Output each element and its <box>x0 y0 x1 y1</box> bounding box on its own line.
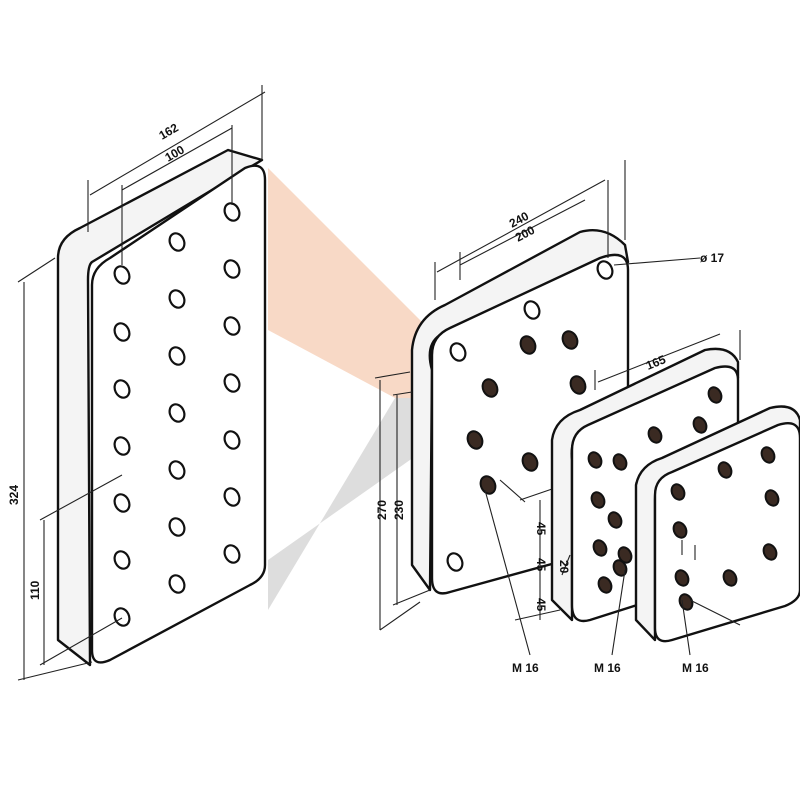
hole-icon <box>446 552 464 572</box>
dim-diameter-17: ø 17 <box>700 251 724 265</box>
thread-label-m16-square: M 16 <box>682 661 709 675</box>
thread-label-m16-small: M 16 <box>594 661 621 675</box>
hole-icon <box>717 461 733 479</box>
hole-icon <box>587 451 603 469</box>
hole-icon <box>612 559 628 577</box>
hole-icon <box>449 342 467 362</box>
hole-icon <box>223 373 241 393</box>
hole-icon <box>707 386 723 404</box>
hole-icon <box>168 346 186 366</box>
dim-162: 162 <box>157 120 182 142</box>
hole-icon <box>223 202 241 222</box>
dim-20: 20 <box>557 560 571 574</box>
hole-icon <box>523 300 541 320</box>
hole-icon <box>168 517 186 537</box>
hole-icon <box>113 379 131 399</box>
hole-icon <box>674 569 690 587</box>
hole-icon <box>569 375 587 395</box>
hole-icon <box>764 489 780 507</box>
hole-icon <box>670 483 686 501</box>
hole-icon <box>692 416 708 434</box>
hole-icon <box>561 330 579 350</box>
dim-110: 110 <box>28 580 42 600</box>
hole-icon <box>481 378 499 398</box>
hole-icon <box>612 453 628 471</box>
hole-icon <box>223 487 241 507</box>
hole-icon <box>113 550 131 570</box>
hole-icon <box>521 452 539 472</box>
hole-icon <box>223 430 241 450</box>
hole-icon <box>617 546 633 564</box>
dim-270: 270 <box>375 500 389 520</box>
dim-45-c: 45 <box>534 598 548 612</box>
hole-icon <box>168 574 186 594</box>
hole-icon <box>113 322 131 342</box>
dim-230: 230 <box>392 500 406 520</box>
hole-icon <box>168 289 186 309</box>
hole-icon <box>113 607 131 627</box>
dim-324: 324 <box>7 485 21 505</box>
dim-45-b: 45 <box>534 558 548 572</box>
hole-icon <box>762 543 778 561</box>
hole-icon <box>519 335 537 355</box>
hole-icon <box>596 260 614 280</box>
hole-icon <box>590 491 606 509</box>
hole-icon <box>672 521 688 539</box>
dim-100: 100 <box>163 142 188 164</box>
hole-icon <box>466 430 484 450</box>
hole-icon <box>607 511 623 529</box>
hole-icon <box>647 426 663 444</box>
hole-icon <box>592 539 608 557</box>
hole-icon <box>597 576 613 594</box>
hole-icon <box>760 446 776 464</box>
hole-icon <box>223 316 241 336</box>
hole-icon <box>168 232 186 252</box>
thread-label-m16-middle: M 16 <box>512 661 539 675</box>
hole-icon <box>113 265 131 285</box>
gray-accent-shape <box>268 398 498 610</box>
hole-icon <box>223 544 241 564</box>
hole-icon <box>479 475 497 495</box>
left-plate: 162 100 324 110 <box>7 85 267 681</box>
hole-icon <box>223 259 241 279</box>
hole-icon <box>168 460 186 480</box>
hole-icon <box>168 403 186 423</box>
hole-icon <box>113 436 131 456</box>
dim-45-a: 45 <box>534 522 548 536</box>
square-plate: M 16 <box>634 405 800 675</box>
hole-icon <box>113 493 131 513</box>
hole-icon <box>722 569 738 587</box>
